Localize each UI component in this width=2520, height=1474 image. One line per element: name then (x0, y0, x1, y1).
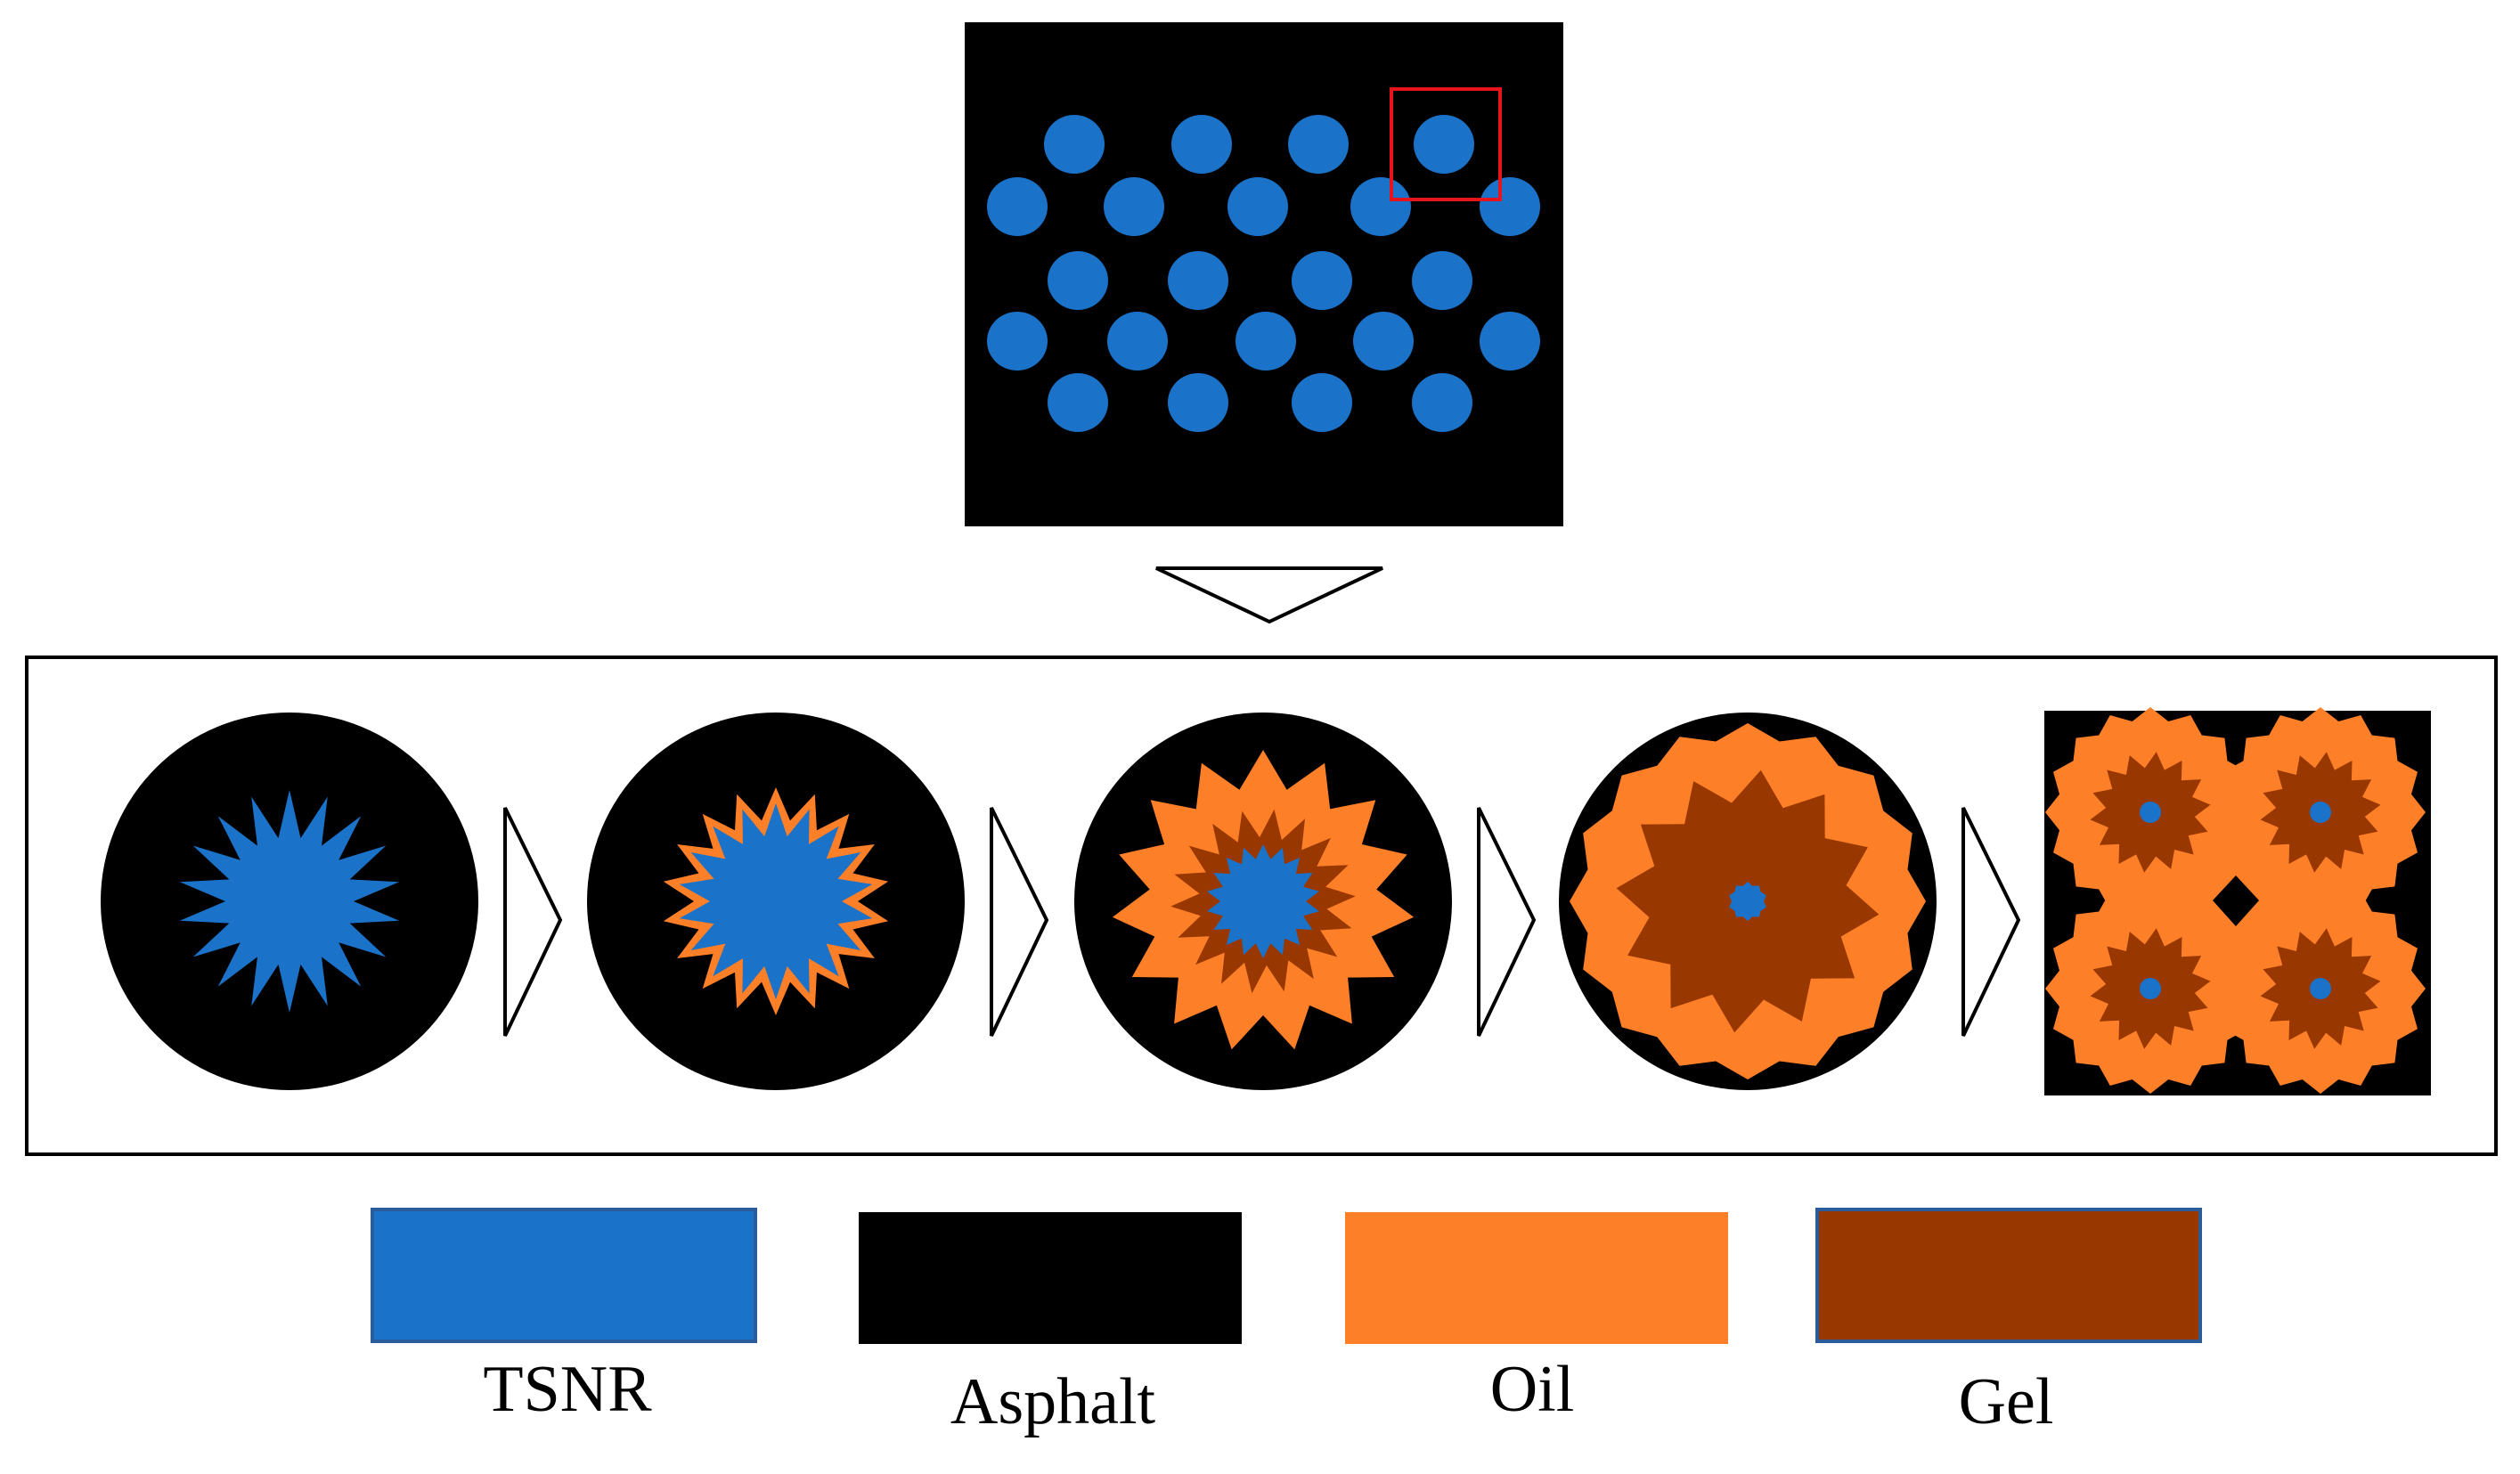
tsnr-core (2310, 802, 2331, 823)
highlight-box (1390, 87, 1502, 201)
asphalt-pore (2213, 875, 2259, 926)
stage-5-particle-network (2044, 707, 2431, 1095)
tsnr-star (179, 790, 400, 1013)
legend-swatch-asphalt (859, 1212, 1242, 1344)
tsnr-particle-group (987, 115, 1540, 432)
tsnr-particle (1227, 177, 1288, 236)
legend-label-tsnr: TSNR (483, 1353, 652, 1426)
tsnr-particle (1350, 177, 1411, 236)
tsnr-particle (987, 312, 1048, 371)
tsnr-particle (1414, 115, 1474, 174)
tsnr-core (2140, 802, 2161, 823)
legend-label-gel: Gel (1958, 1365, 2054, 1438)
tsnr-star (1207, 844, 1319, 958)
stage-1-tsnr-particle (101, 713, 478, 1090)
legend-swatch-oil (1345, 1212, 1728, 1344)
legend-label-asphalt: Asphalt (950, 1365, 1156, 1438)
stage-sequence (101, 707, 2431, 1095)
tsnr-particle (1104, 177, 1164, 236)
tsnr-particle (1288, 115, 1349, 174)
tsnr-particle (1048, 373, 1108, 432)
legend-swatch-gel (1815, 1208, 2202, 1343)
tsnr-particle (987, 177, 1048, 236)
tsnr-core (1729, 882, 1766, 921)
top-panel (965, 22, 1563, 526)
tsnr-particle (1168, 251, 1228, 310)
tsnr-particle (1048, 251, 1108, 310)
right-arrow (1961, 807, 2021, 1037)
tsnr-particle (1168, 373, 1228, 432)
right-arrow (990, 807, 1049, 1037)
legend-swatches (371, 1208, 2202, 1344)
tsnr-particle (1353, 312, 1414, 371)
tsnr-core (2140, 978, 2161, 999)
tsnr-star (679, 803, 873, 999)
tsnr-particle (1412, 251, 1472, 310)
tsnr-particle (1292, 251, 1352, 310)
legend-label-oil: Oil (1489, 1353, 1575, 1426)
tsnr-particle (1480, 177, 1540, 236)
legend-swatch-tsnr (371, 1208, 757, 1343)
down-arrow (1155, 566, 1383, 624)
tsnr-particle (1171, 115, 1232, 174)
tsnr-particle (1480, 312, 1540, 371)
tsnr-particle (1292, 373, 1352, 432)
stage-arrows (503, 807, 2021, 1037)
tsnr-particle (1412, 373, 1472, 432)
process-frame (25, 656, 2498, 1156)
stage-4-swollen-particle (1559, 713, 1937, 1090)
stage-2-oil-absorption (587, 713, 965, 1090)
right-arrow (503, 807, 563, 1037)
tsnr-particle (1044, 115, 1105, 174)
tsnr-particle (1107, 312, 1168, 371)
stage-3-gel-layer (1074, 713, 1452, 1090)
right-arrow (1477, 807, 1537, 1037)
tsnr-particle (1236, 312, 1296, 371)
tsnr-core (2310, 978, 2331, 999)
